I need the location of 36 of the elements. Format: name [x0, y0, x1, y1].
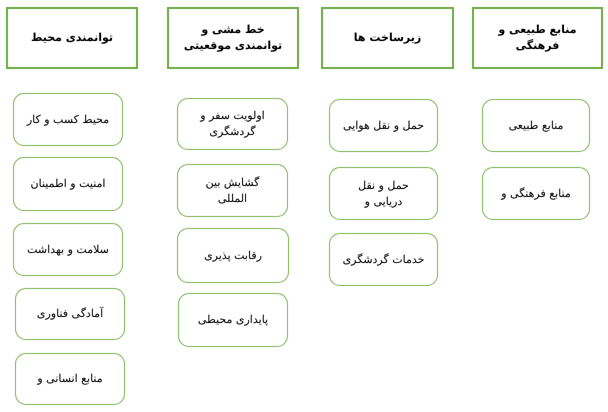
factor-label: منابع طبیعی [508, 118, 564, 134]
factor-box [177, 98, 288, 150]
factor-box [482, 167, 590, 220]
factor-label: خدمات گردشگری [342, 252, 424, 268]
category-heading: خط مشی و توانمندی موقعیتی [183, 22, 283, 54]
factor-label: رقابت پذیری [204, 248, 262, 264]
factor-box [178, 293, 288, 347]
factor-label: حمل و نقل دریایی و [357, 178, 410, 210]
category-heading: منابع طبیعی و فرهنگی [497, 22, 578, 54]
factor-box [177, 228, 289, 283]
factor-box [15, 353, 125, 405]
factor-label: حمل و نقل هوایی [342, 118, 424, 134]
category-heading: زیرساخت ها [354, 30, 422, 46]
factor-box [13, 93, 123, 146]
factor-label: پایداری محیطی [198, 312, 268, 328]
factor-label: محیط کسب و کار [26, 112, 110, 128]
factor-label: منابع فرهنگی و [501, 186, 571, 202]
category-header-box [472, 7, 603, 69]
factor-label: منابع انسانی و [37, 371, 103, 387]
factor-box [329, 233, 438, 286]
factor-box [177, 164, 288, 217]
factor-label: سلامت و بهداشت [27, 242, 109, 258]
factor-label: امنیت و اطمینان [30, 176, 106, 192]
factor-box [13, 223, 123, 276]
factor-label: آمادگی فناوری [36, 306, 104, 322]
factor-box [329, 167, 438, 220]
category-header-box [167, 7, 299, 69]
category-heading: توانمندی محیط [30, 30, 114, 46]
factor-label: گشایش بین المللی [204, 174, 260, 206]
category-header-box [321, 7, 454, 69]
factor-box [15, 288, 125, 340]
factor-box [13, 157, 123, 211]
category-header-box [6, 7, 138, 69]
factor-box [329, 99, 438, 152]
factor-box [482, 99, 590, 152]
factor-label: اولویت سفر و گردشگری [198, 108, 266, 140]
